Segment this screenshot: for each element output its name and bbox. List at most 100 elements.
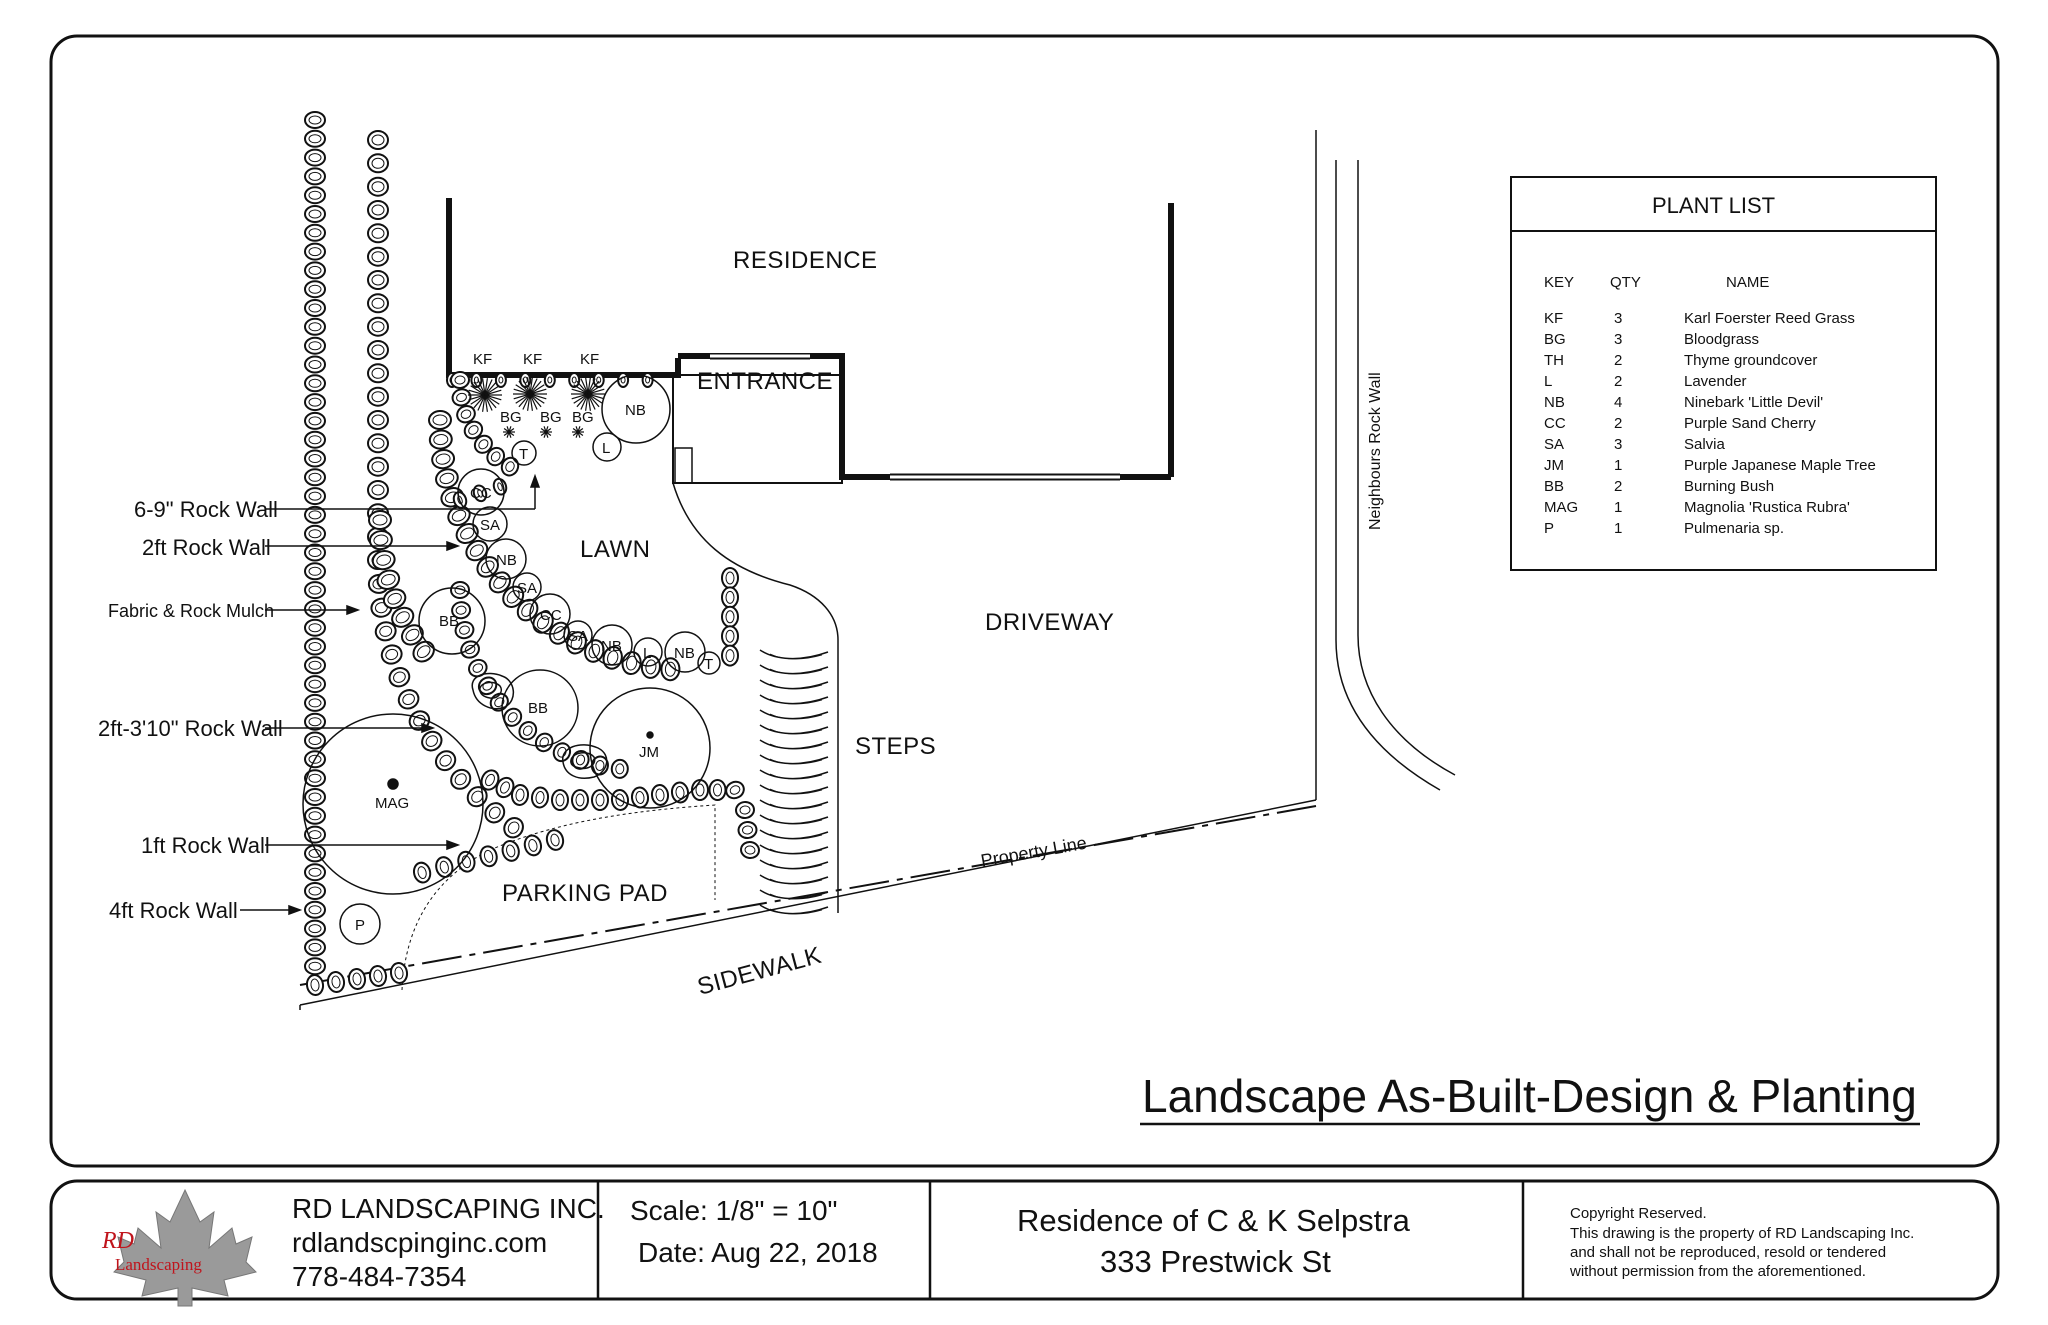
drawing-date: Date: Aug 22, 2018 (638, 1237, 878, 1268)
svg-text:MAG: MAG (375, 795, 409, 812)
svg-text:BG: BG (572, 409, 594, 426)
plant-list-cell: Pulmenaria sp. (1684, 520, 1784, 537)
company-phone: 778-484-7354 (292, 1261, 466, 1292)
svg-text:T: T (704, 656, 713, 673)
plant-list-cell: KF (1544, 310, 1563, 327)
svg-text:NB: NB (674, 645, 695, 662)
svg-text:NB: NB (601, 638, 622, 655)
neighbours-rock-wall-label: Neighbours Rock Wall (1367, 372, 1384, 530)
company-name: RD LANDSCAPING INC. (292, 1193, 605, 1224)
plant-list-header-qty: QTY (1610, 274, 1641, 291)
kf-grass-marks (468, 377, 605, 438)
plant-list-cell: 2 (1614, 352, 1622, 369)
plant-list-cell: Thyme groundcover (1684, 352, 1817, 369)
plant-list-cell: NB (1544, 394, 1565, 411)
residence-address: 333 Prestwick St (1100, 1244, 1331, 1279)
plant-list-cell: 2 (1614, 415, 1622, 432)
copyright-line-2: and shall not be reproduced, resold or t… (1570, 1244, 1886, 1261)
plant-list-cell: 1 (1614, 499, 1622, 516)
plant-list-table: PLANT LIST KEY QTY NAME KF 3 Karl Foerster… (1510, 176, 1937, 571)
plant-list-cell: Ninebark 'Little Devil' (1684, 394, 1823, 411)
plant-list-cell: BG (1544, 331, 1566, 348)
svg-text:P: P (355, 917, 365, 934)
entrance-label: ENTRANCE (697, 368, 833, 395)
plant-list-cell: 3 (1614, 436, 1622, 453)
site-lines (299, 130, 1456, 1010)
svg-text:BG: BG (500, 409, 522, 426)
svg-text:SA: SA (568, 628, 588, 645)
sidewalk-label: SIDEWALK (695, 942, 825, 1001)
svg-text:BB: BB (439, 613, 459, 630)
plant-list-cell: Burning Bush (1684, 478, 1774, 495)
plants (302, 374, 721, 945)
property-line-label: Property Line (979, 833, 1088, 871)
svg-text:RD: RD (101, 1228, 134, 1254)
callout-2ft-rock-wall: 2ft Rock Wall (142, 535, 271, 560)
plant-key-labels: KF KF KF BG BG BG NB L T CC SA NB SA CC … (355, 351, 713, 934)
svg-text:NB: NB (496, 552, 517, 569)
copyright-line-3: without permission from the aforemention… (1569, 1263, 1866, 1280)
plant-list-cell: 4 (1614, 394, 1622, 411)
steps-treads (759, 649, 829, 915)
svg-text:JM: JM (639, 744, 659, 761)
svg-text:NB: NB (625, 402, 646, 419)
driveway-label: DRIVEWAY (985, 609, 1114, 636)
callout-1ft-rock-wall: 1ft Rock Wall (141, 833, 270, 858)
svg-text:BG: BG (540, 409, 562, 426)
plant-list-cell: MAG (1544, 499, 1578, 516)
plant-list-title: PLANT LIST (1652, 193, 1775, 218)
lawn-label: LAWN (580, 536, 650, 563)
copyright-line-1: This drawing is the property of RD Lands… (1570, 1225, 1914, 1242)
plant-list-cell: Salvia (1684, 436, 1726, 453)
plant-list-cell: 1 (1614, 520, 1622, 537)
parking-pad-label: PARKING PAD (502, 880, 668, 907)
plant-list-cell: TH (1544, 352, 1564, 369)
sheet-title: Landscape As-Built-Design & Planting (1142, 1070, 1917, 1122)
plant-list-cell: Purple Japanese Maple Tree (1684, 457, 1876, 474)
plant-list-cell: Bloodgrass (1684, 331, 1759, 348)
svg-text:Landscaping: Landscaping (115, 1255, 202, 1274)
plant-list-cell: 3 (1614, 331, 1622, 348)
plant-list-cell: 3 (1614, 310, 1622, 327)
plant-list-cell: BB (1544, 478, 1564, 495)
rock-walls (304, 111, 760, 996)
svg-text:SA: SA (480, 517, 500, 534)
leader-lines (240, 473, 541, 916)
residence-label: RESIDENCE (733, 247, 878, 274)
residence-outline (446, 198, 1174, 484)
plant-list-cell: L (1544, 373, 1552, 390)
plant-list-header-name: NAME (1726, 274, 1769, 291)
callout-4ft-rock-wall: 4ft Rock Wall (109, 898, 238, 923)
drawing-frame (49, 34, 2000, 1168)
title-block-frame (49, 1179, 2000, 1301)
plant-list-cell: 2 (1614, 478, 1622, 495)
residence-name: Residence of C & K Selpstra (1017, 1203, 1411, 1238)
plant-list-cell: CC (1544, 415, 1566, 432)
svg-text:L: L (643, 645, 651, 662)
copyright-title: Copyright Reserved. (1570, 1205, 1707, 1222)
callout-2ft-3ft10-rock-wall: 2ft-3'10" Rock Wall (98, 716, 283, 741)
plant-list-cell: P (1544, 520, 1554, 537)
callout-6-9-rock-wall: 6-9" Rock Wall (134, 497, 278, 522)
plant-list-cell: Magnolia 'Rustica Rubra' (1684, 499, 1850, 516)
svg-text:CC: CC (470, 485, 492, 502)
callout-fabric-rock-mulch: Fabric & Rock Mulch (108, 601, 274, 621)
svg-text:BB: BB (528, 700, 548, 717)
property-line (299, 805, 1317, 986)
plant-list-cell: Karl Foerster Reed Grass (1684, 310, 1855, 327)
plant-list-cell: 1 (1614, 457, 1622, 474)
plant-list-cell: SA (1544, 436, 1564, 453)
svg-text:KF: KF (523, 351, 542, 368)
company-website: rdlandscpinginc.com (292, 1227, 547, 1258)
svg-text:CC: CC (540, 607, 562, 624)
svg-text:L: L (602, 440, 610, 457)
steps-label: STEPS (855, 733, 936, 760)
plant-list-cell: Purple Sand Cherry (1684, 415, 1816, 432)
plant-list-cell: JM (1544, 457, 1564, 474)
svg-text:KF: KF (473, 351, 492, 368)
plant-list-header-key: KEY (1544, 274, 1574, 291)
svg-text:KF: KF (580, 351, 599, 368)
svg-text:T: T (519, 446, 528, 463)
